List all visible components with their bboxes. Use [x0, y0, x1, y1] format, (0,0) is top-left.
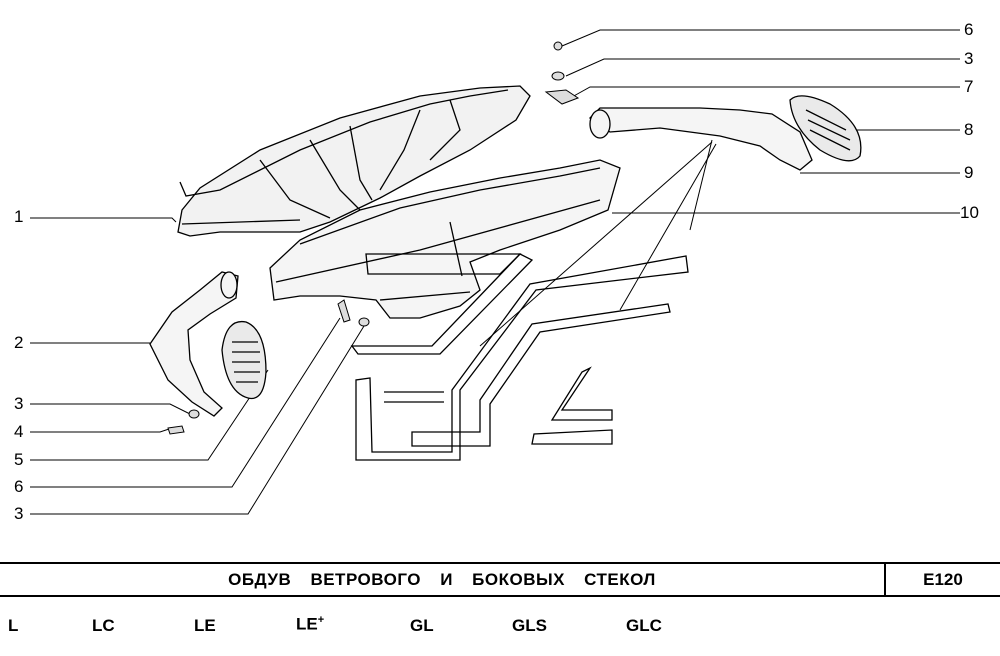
leader-6b — [561, 29, 960, 47]
leader-3c — [565, 58, 960, 77]
diagram-title: ОБДУВ ВЕТРОВОГО И БОКОВЫХ СТЕКОЛ — [228, 570, 656, 589]
fasteners — [167, 41, 580, 435]
callout-3-left-bottom: 3 — [14, 504, 24, 523]
callout-3-right: 3 — [964, 49, 974, 68]
part-10-central-duct — [269, 159, 621, 319]
section-code: E120 — [923, 570, 963, 589]
callout-6-right: 6 — [964, 20, 974, 39]
callout-2: 2 — [14, 333, 24, 352]
callout-5: 5 — [14, 450, 24, 469]
leader-4 — [30, 427, 173, 433]
part-8-right-vent-grille — [789, 95, 862, 162]
callout-4: 4 — [14, 422, 24, 441]
leader-5 — [30, 369, 269, 461]
variant-le-plus-label: LE — [296, 614, 318, 634]
callout-8: 8 — [964, 120, 974, 139]
title-bar: ОБДУВ ВЕТРОВОГО И БОКОВЫХ СТЕКОЛ E120 — [0, 562, 1000, 597]
leader-7 — [571, 86, 960, 98]
callout-6-left: 6 — [14, 477, 24, 496]
leader-1 — [30, 217, 177, 223]
callout-7: 7 — [964, 77, 974, 96]
variant-glc: GLC — [626, 616, 662, 635]
callout-3-left-top: 3 — [14, 394, 24, 413]
leader-3a — [30, 403, 191, 415]
callout-1: 1 — [14, 207, 24, 226]
callout-10: 10 — [960, 203, 979, 222]
leader-3b — [30, 325, 365, 515]
variant-outline — [350, 253, 689, 461]
variant-lc: LC — [92, 616, 115, 635]
variant-le-plus: LE+ — [296, 614, 324, 635]
callout-9: 9 — [964, 163, 974, 182]
parts-diagram — [30, 29, 960, 515]
part-2-left-side-duct — [149, 271, 239, 417]
variant-le-plus-suffix: + — [317, 614, 325, 626]
variant-le: LE — [194, 616, 216, 635]
part-5-left-vent-grille — [221, 320, 267, 400]
title-divider — [884, 564, 886, 595]
leader-6a — [30, 317, 341, 488]
part-9-right-side-duct — [588, 107, 813, 171]
variant-gls: GLS — [512, 616, 547, 635]
variant-gl: GL — [410, 616, 434, 635]
variant-l: L — [8, 616, 19, 635]
part-1-windshield-duct — [177, 85, 531, 237]
